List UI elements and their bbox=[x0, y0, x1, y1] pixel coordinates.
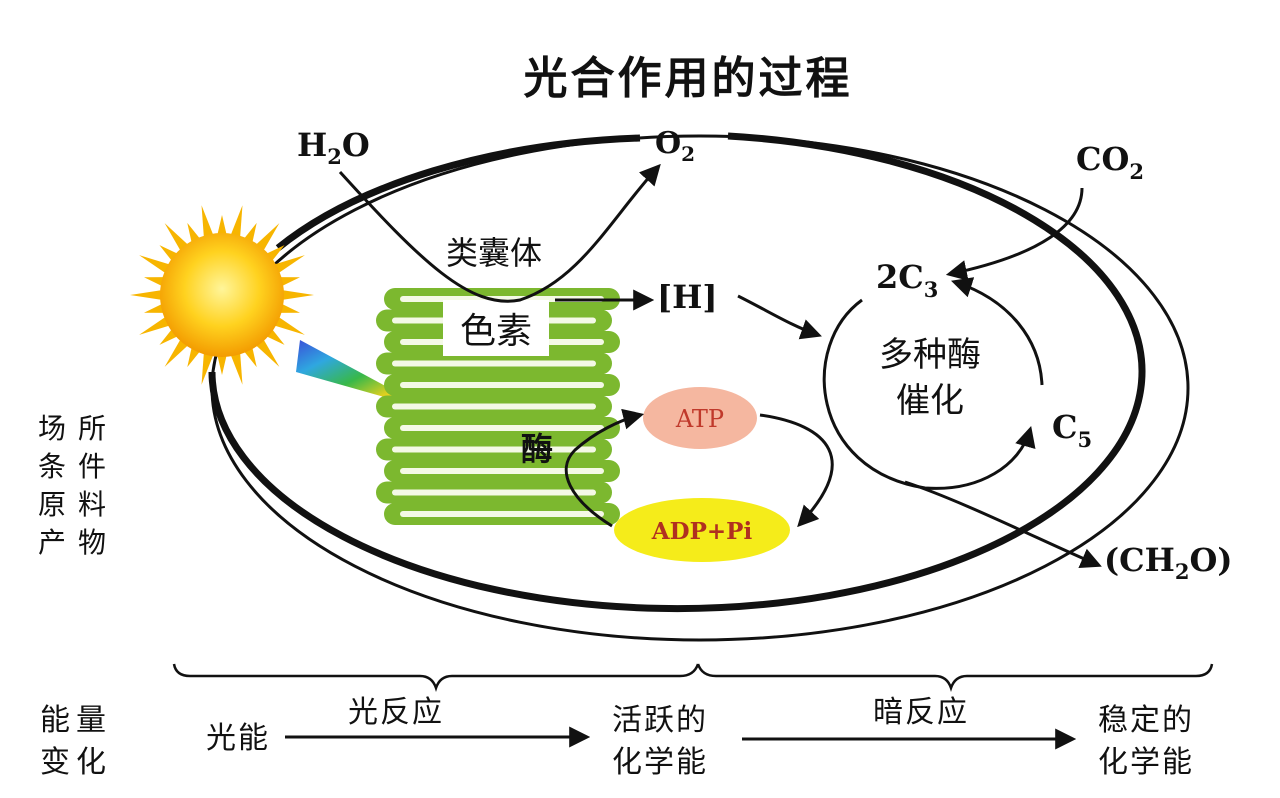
adp-node bbox=[614, 498, 790, 562]
c5-label: C5 bbox=[1052, 408, 1092, 452]
atp-node bbox=[643, 387, 757, 449]
h-to-cycle-arrow bbox=[737, 294, 822, 340]
adp-label: ADP+Pi bbox=[651, 518, 753, 545]
sun-ray bbox=[279, 289, 314, 301]
legend-char: 物 bbox=[78, 526, 106, 559]
light-reaction-label: 光反应 bbox=[348, 695, 444, 730]
legend-char: 条 bbox=[38, 450, 66, 483]
sun-ray bbox=[271, 255, 305, 275]
sun-ray bbox=[139, 315, 173, 335]
legend-char: 场 bbox=[38, 412, 66, 445]
thylakoid-lumen bbox=[392, 360, 596, 367]
sun-ray bbox=[216, 352, 228, 375]
sun-ray bbox=[253, 223, 280, 254]
sun-ray bbox=[164, 336, 191, 367]
co2-to-c3-arrow bbox=[945, 187, 1084, 281]
thylakoid-lumen bbox=[400, 382, 604, 388]
calvin-cycle-left bbox=[822, 298, 1036, 490]
sun-ray bbox=[253, 336, 280, 367]
calvin-cycle-right bbox=[951, 277, 1044, 386]
active-chem-line1: 活跃的 bbox=[612, 703, 708, 738]
enzymes-label: 多种酶 bbox=[879, 335, 981, 375]
atp-label: ATP bbox=[675, 405, 724, 433]
sun-ray bbox=[139, 255, 173, 275]
o2-label: O2 bbox=[655, 126, 695, 166]
thylakoid-lumen bbox=[400, 468, 604, 474]
thylakoid-lumen bbox=[392, 446, 596, 453]
sun-ray bbox=[201, 205, 215, 240]
water-to-oxygen-arrow bbox=[338, 163, 661, 303]
thylakoid-lumen bbox=[400, 425, 604, 431]
pigment-label: 色素 bbox=[460, 311, 532, 352]
thylakoid-lumen bbox=[392, 489, 596, 496]
sun-ray bbox=[229, 350, 243, 385]
dark-reaction-label: 暗反应 bbox=[873, 695, 969, 730]
flow-arrows bbox=[338, 163, 1102, 568]
co2-label: CO2 bbox=[1076, 140, 1144, 184]
thylakoid-label: 类囊体 bbox=[446, 234, 542, 272]
chloroplast-membrane bbox=[208, 132, 1190, 642]
h-label: [H] bbox=[657, 278, 718, 316]
stable-chem-line1: 稳定的 bbox=[1098, 703, 1194, 738]
side-legend: 场 条 原 产 所 件 料 物 能量 变化 bbox=[38, 412, 112, 780]
diagram-title: 光合作用的过程 bbox=[524, 53, 853, 104]
cycle-to-ch2o-arrow bbox=[904, 480, 1102, 568]
adp-to-atp-arrow bbox=[564, 408, 645, 528]
legend-char: 件 bbox=[78, 450, 106, 483]
catalysis-label: 催化 bbox=[896, 381, 964, 421]
c3-label: 2C3 bbox=[876, 258, 938, 302]
sun-ray bbox=[229, 205, 243, 240]
ch2o-label: (CH2O) bbox=[1104, 541, 1232, 584]
energy-arrows bbox=[285, 726, 1077, 750]
legend-char: 料 bbox=[78, 488, 106, 521]
legend-char: 产 bbox=[38, 526, 66, 559]
thylakoid-lumen bbox=[400, 511, 604, 517]
sun-icon bbox=[130, 205, 314, 385]
light-energy-label: 光能 bbox=[206, 721, 270, 756]
thylakoid-lumen bbox=[392, 403, 596, 410]
enzyme-label: 酶 bbox=[521, 430, 553, 468]
reaction-braces bbox=[172, 663, 1214, 692]
active-chem-line2: 化学能 bbox=[612, 745, 708, 780]
stable-chem-line2: 化学能 bbox=[1098, 745, 1194, 780]
pigment-box bbox=[443, 300, 549, 356]
sun-ray bbox=[130, 289, 165, 301]
atp-to-adp-arrow bbox=[759, 413, 834, 528]
energy-change-line1: 能量 bbox=[40, 703, 112, 738]
sun-ray bbox=[164, 223, 191, 254]
sun-ray bbox=[216, 215, 228, 238]
sun-ray bbox=[271, 315, 305, 335]
sun-ray bbox=[201, 350, 215, 385]
legend-char: 原 bbox=[38, 488, 66, 521]
h2o-label: H2O bbox=[297, 126, 370, 169]
legend-char: 所 bbox=[78, 412, 106, 445]
energy-change-line2: 变化 bbox=[40, 745, 112, 780]
